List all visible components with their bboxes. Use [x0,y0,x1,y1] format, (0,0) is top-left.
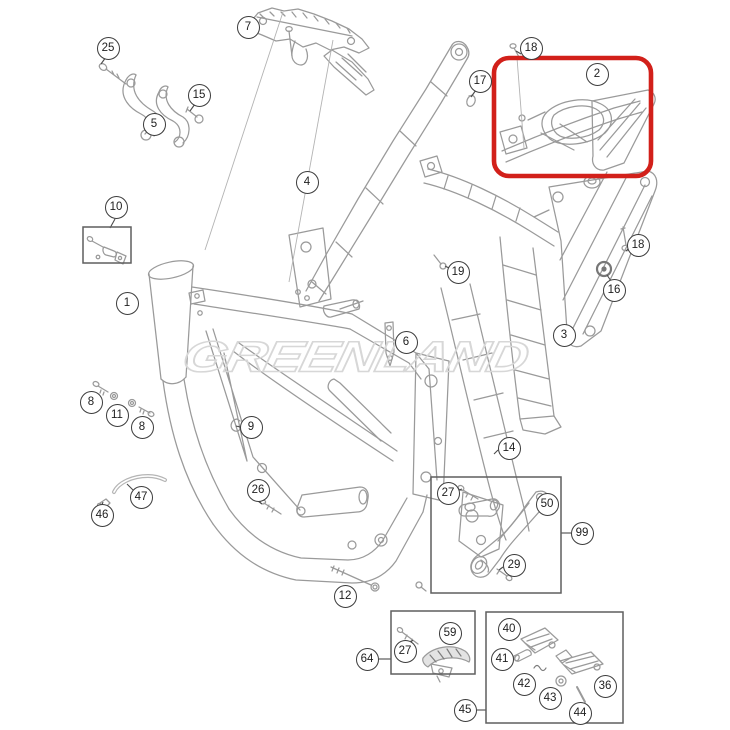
callout-part-45[interactable]: 45 [453,698,477,722]
callout-part-59[interactable]: 59 [438,621,462,645]
bolt-25 [98,63,127,85]
callout-part-1[interactable]: 1 [115,291,139,315]
bolt-15 [185,106,204,124]
callout-part-40[interactable]: 40 [497,617,521,641]
callout-part-8[interactable]: 8 [79,390,103,414]
callout-part-2[interactable]: 2 [585,62,609,86]
grommet-16 [595,260,613,278]
callout-part-64[interactable]: 64 [355,647,379,671]
callout-part-50[interactable]: 50 [535,492,559,516]
callout-part-27[interactable]: 27 [436,481,460,505]
callout-part-42[interactable]: 42 [512,672,536,696]
callout-part-29[interactable]: 29 [502,553,526,577]
callout-part-14[interactable]: 14 [497,436,521,460]
bolt-19 [433,254,447,270]
callout-part-27[interactable]: 27 [393,639,417,663]
callout-part-19[interactable]: 19 [446,260,470,284]
callout-part-17[interactable]: 17 [468,69,492,93]
part-6-stay [384,321,395,367]
callout-part-44[interactable]: 44 [568,701,592,725]
callout-part-15[interactable]: 15 [187,83,211,107]
part-7-harness-bracket [248,7,375,96]
callout-part-9[interactable]: 9 [239,415,263,439]
nut-11 [109,391,137,408]
callout-part-18[interactable]: 18 [519,36,543,60]
callout-part-3[interactable]: 3 [552,323,576,347]
callout-part-12[interactable]: 12 [333,584,357,608]
callout-part-5[interactable]: 5 [142,112,166,136]
callout-part-41[interactable]: 41 [490,647,514,671]
bolt-8b [138,406,155,418]
bolt-18-top [509,43,520,58]
callout-part-26[interactable]: 26 [246,478,270,502]
callout-part-43[interactable]: 43 [538,686,562,710]
part-1-main-frame [147,260,450,584]
callout-part-36[interactable]: 36 [593,674,617,698]
bolt-8a [92,380,109,396]
callout-part-4[interactable]: 4 [295,170,319,194]
callout-part-46[interactable]: 46 [90,503,114,527]
bolt-12 [330,565,427,592]
callout-part-11[interactable]: 11 [105,403,129,427]
plug-17 [466,94,476,107]
bolt-26 [259,499,282,515]
callout-part-16[interactable]: 16 [602,278,626,302]
callout-part-10[interactable]: 10 [104,195,128,219]
callout-part-47[interactable]: 47 [129,485,153,509]
callout-part-99[interactable]: 99 [570,521,594,545]
callout-part-25[interactable]: 25 [96,36,120,60]
callout-part-6[interactable]: 6 [394,330,418,354]
callout-part-7[interactable]: 7 [236,15,260,39]
callout-part-18[interactable]: 18 [626,233,650,257]
callout-part-8[interactable]: 8 [130,415,154,439]
part-2-rear-subframe-top [499,89,656,171]
part-5-bracket [122,73,190,148]
hose-47 [112,473,167,494]
box-10-hardware [86,236,127,265]
